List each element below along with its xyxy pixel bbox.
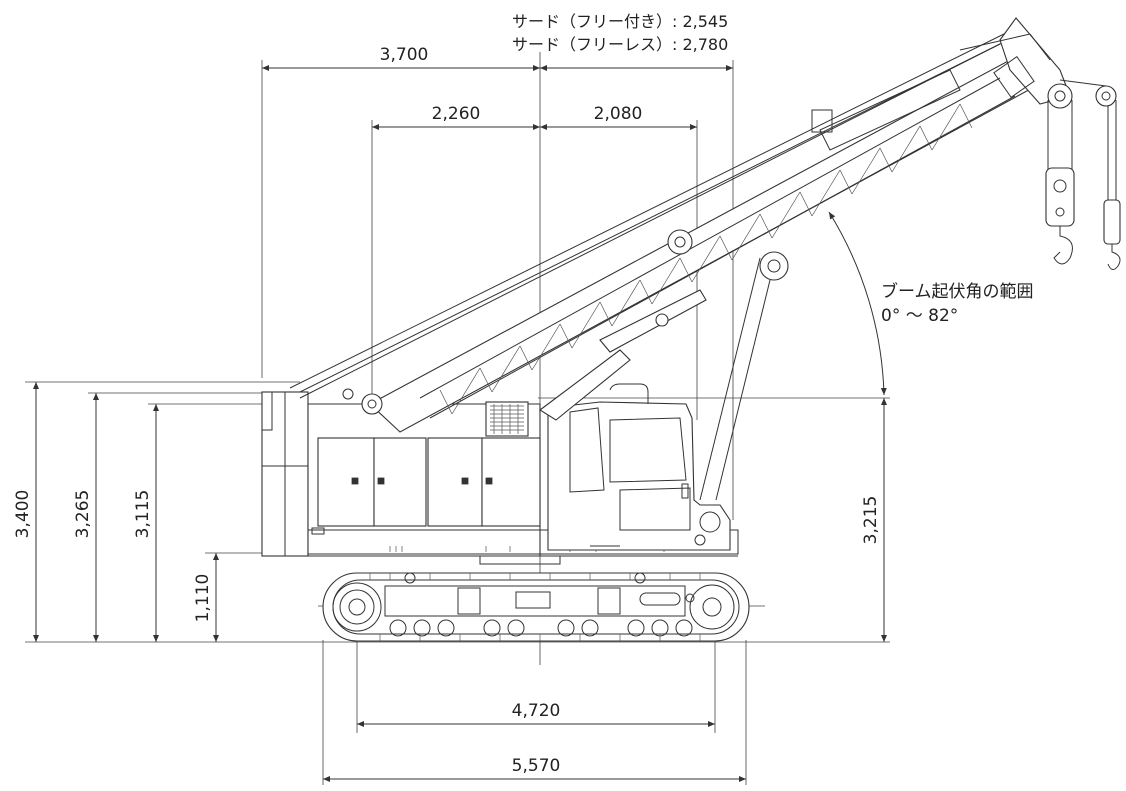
label-2260: 2,260 — [432, 104, 481, 124]
label-3400: 3,400 — [13, 490, 33, 539]
upper-structure — [261, 383, 739, 565]
extension-lines — [25, 52, 890, 785]
label-4720: 4,720 — [512, 701, 561, 721]
label-3215: 3,215 — [861, 496, 881, 545]
label-boom-angle: ブーム起伏角の範囲 — [881, 281, 1034, 302]
dimension-labels: サード（フリー付き）: 2,545 サード（フリーレス）: 2,780 3,70… — [13, 12, 1034, 776]
label-tail-freeless: サード（フリーレス）: 2,780 — [512, 35, 728, 54]
label-3115: 3,115 — [133, 490, 153, 539]
label-3700: 3,700 — [380, 45, 429, 65]
boom — [289, 17, 1121, 501]
label-2080: 2,080 — [594, 104, 643, 124]
crawler-track — [322, 572, 750, 642]
label-1110: 1,110 — [193, 574, 213, 623]
label-boom-angle-range: 0° 〜 82° — [881, 306, 958, 326]
label-5570: 5,570 — [512, 756, 561, 776]
label-3265: 3,265 — [73, 490, 93, 539]
label-tail-free: サード（フリー付き）: 2,545 — [512, 12, 728, 31]
dimension-lines — [33, 65, 887, 782]
